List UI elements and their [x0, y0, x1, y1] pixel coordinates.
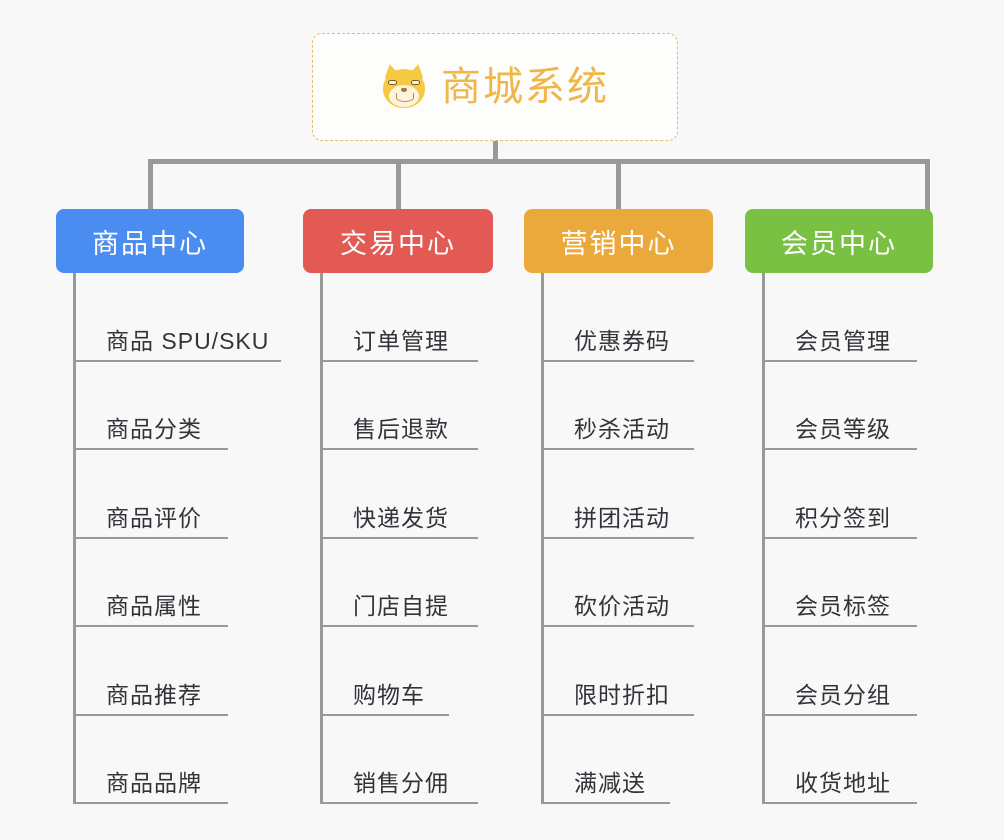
leaf-underline — [323, 448, 478, 450]
leaf-item-label: 商品品牌 — [106, 770, 202, 796]
leaf-underline — [323, 802, 478, 804]
leaf-item[interactable]: 收货地址 — [765, 716, 933, 804]
branch-header-label: 会员中心 — [781, 228, 897, 259]
leaf-underline — [76, 802, 228, 804]
root-title: 商城系统 — [441, 65, 609, 109]
leaf-underline — [323, 536, 478, 539]
leaf-underline — [76, 359, 281, 362]
connector-drop-4 — [925, 159, 930, 211]
leaf-item[interactable]: 会员标签 — [765, 539, 933, 627]
leaf-item-label: 门店自提 — [353, 593, 449, 619]
branch-marketing-center: 营销中心优惠券码秒杀活动拼团活动砍价活动限时折扣满减送 — [524, 209, 713, 804]
branch-header-label: 营销中心 — [560, 228, 677, 259]
leaf-item[interactable]: 订单管理 — [323, 273, 493, 362]
leaf-item-label: 商品分类 — [106, 416, 202, 442]
connector-drop-1 — [148, 159, 153, 211]
leaf-item[interactable]: 秒杀活动 — [544, 362, 713, 450]
leaf-item-label: 拼团活动 — [574, 504, 670, 531]
leaf-item-label: 商品推荐 — [106, 681, 202, 708]
leaf-item[interactable]: 积分签到 — [765, 450, 933, 539]
leaf-item[interactable]: 门店自提 — [323, 539, 493, 627]
branch-header-trade-center[interactable]: 交易中心 — [303, 209, 493, 273]
leaf-underline — [323, 713, 449, 716]
leaf-item-label: 秒杀活动 — [574, 416, 670, 442]
connector-drop-2 — [396, 159, 401, 211]
leaf-underline — [765, 625, 917, 627]
branch-header-label: 交易中心 — [340, 228, 456, 259]
leaf-item[interactable]: 会员等级 — [765, 362, 933, 450]
leaf-underline — [76, 448, 228, 450]
branch-header-member-center[interactable]: 会员中心 — [745, 209, 933, 273]
leaf-item[interactable]: 会员分组 — [765, 627, 933, 716]
branch-header-product-center[interactable]: 商品中心 — [56, 209, 244, 273]
leaf-item-label: 收货地址 — [795, 770, 891, 796]
leaf-underline — [76, 713, 228, 716]
shiba-inu-icon — [381, 62, 427, 110]
leaf-item-label: 售后退款 — [353, 416, 449, 442]
leaf-underline — [765, 359, 917, 362]
leaf-underline — [544, 625, 694, 627]
leaf-item[interactable]: 砍价活动 — [544, 539, 713, 627]
leaf-item-label: 购物车 — [353, 681, 425, 708]
leaf-underline — [544, 359, 694, 362]
leaf-underline — [765, 802, 917, 804]
leaf-item[interactable]: 优惠券码 — [544, 273, 713, 362]
leaf-list-product-center: 商品 SPU/SKU 商品分类商品评价商品属性商品推荐商品品牌 — [73, 273, 281, 804]
connector-drop-3 — [616, 159, 621, 211]
leaf-item[interactable]: 满减送 — [544, 716, 713, 804]
leaf-item[interactable]: 快递发货 — [323, 450, 493, 539]
leaf-list-trade-center: 订单管理售后退款快递发货门店自提购物车销售分佣 — [320, 273, 493, 804]
leaf-item[interactable]: 商品分类 — [76, 362, 244, 450]
leaf-item-label: 积分签到 — [795, 504, 891, 531]
leaf-item-label: 商品属性 — [106, 593, 202, 619]
leaf-list-member-center: 会员管理会员等级积分签到会员标签会员分组收货地址 — [762, 273, 933, 804]
leaf-item[interactable]: 限时折扣 — [544, 627, 713, 716]
leaf-item[interactable]: 商品属性 — [76, 539, 244, 627]
leaf-item[interactable]: 购物车 — [323, 627, 493, 716]
leaf-item-label: 砍价活动 — [574, 593, 670, 619]
leaf-underline — [765, 713, 917, 716]
leaf-underline — [544, 802, 670, 804]
leaf-underline — [544, 713, 694, 716]
leaf-underline — [76, 536, 228, 539]
leaf-item-label: 快递发货 — [353, 504, 449, 531]
leaf-underline — [544, 448, 694, 450]
leaf-item[interactable]: 商品 SPU/SKU — [76, 273, 281, 362]
leaf-underline — [765, 448, 917, 450]
leaf-item[interactable]: 销售分佣 — [323, 716, 493, 804]
connector-trunk — [493, 141, 498, 163]
leaf-underline — [323, 625, 478, 627]
branch-header-marketing-center[interactable]: 营销中心 — [524, 209, 713, 273]
leaf-item[interactable]: 会员管理 — [765, 273, 933, 362]
leaf-item[interactable]: 拼团活动 — [544, 450, 713, 539]
leaf-item-label: 会员管理 — [795, 327, 891, 354]
leaf-item[interactable]: 售后退款 — [323, 362, 493, 450]
leaf-list-marketing-center: 优惠券码秒杀活动拼团活动砍价活动限时折扣满减送 — [541, 273, 713, 804]
leaf-item-label: 订单管理 — [353, 327, 449, 354]
leaf-underline — [76, 625, 228, 627]
leaf-item-label: 销售分佣 — [353, 770, 449, 796]
leaf-item[interactable]: 商品品牌 — [76, 716, 244, 804]
connector-bus — [148, 159, 930, 164]
leaf-underline — [544, 536, 694, 539]
leaf-item-label: 优惠券码 — [574, 327, 670, 354]
branch-header-label: 商品中心 — [92, 228, 208, 259]
leaf-item-label: 会员分组 — [795, 681, 891, 708]
root-node[interactable]: 商城系统 — [312, 33, 678, 141]
leaf-item-label: 限时折扣 — [574, 681, 670, 708]
leaf-underline — [765, 536, 917, 539]
leaf-underline — [323, 359, 478, 362]
branch-member-center: 会员中心会员管理会员等级积分签到会员标签会员分组收货地址 — [745, 209, 933, 804]
leaf-item-label: 会员等级 — [795, 416, 891, 442]
branch-product-center: 商品中心商品 SPU/SKU 商品分类商品评价商品属性商品推荐商品品牌 — [56, 209, 281, 804]
leaf-item-label: 满减送 — [574, 770, 646, 796]
leaf-item-label: 商品评价 — [106, 504, 202, 531]
branch-trade-center: 交易中心订单管理售后退款快递发货门店自提购物车销售分佣 — [303, 209, 493, 804]
leaf-item[interactable]: 商品推荐 — [76, 627, 244, 716]
leaf-item-label: 商品 SPU/SKU — [106, 327, 270, 354]
leaf-item-label: 会员标签 — [795, 593, 891, 619]
leaf-item[interactable]: 商品评价 — [76, 450, 244, 539]
